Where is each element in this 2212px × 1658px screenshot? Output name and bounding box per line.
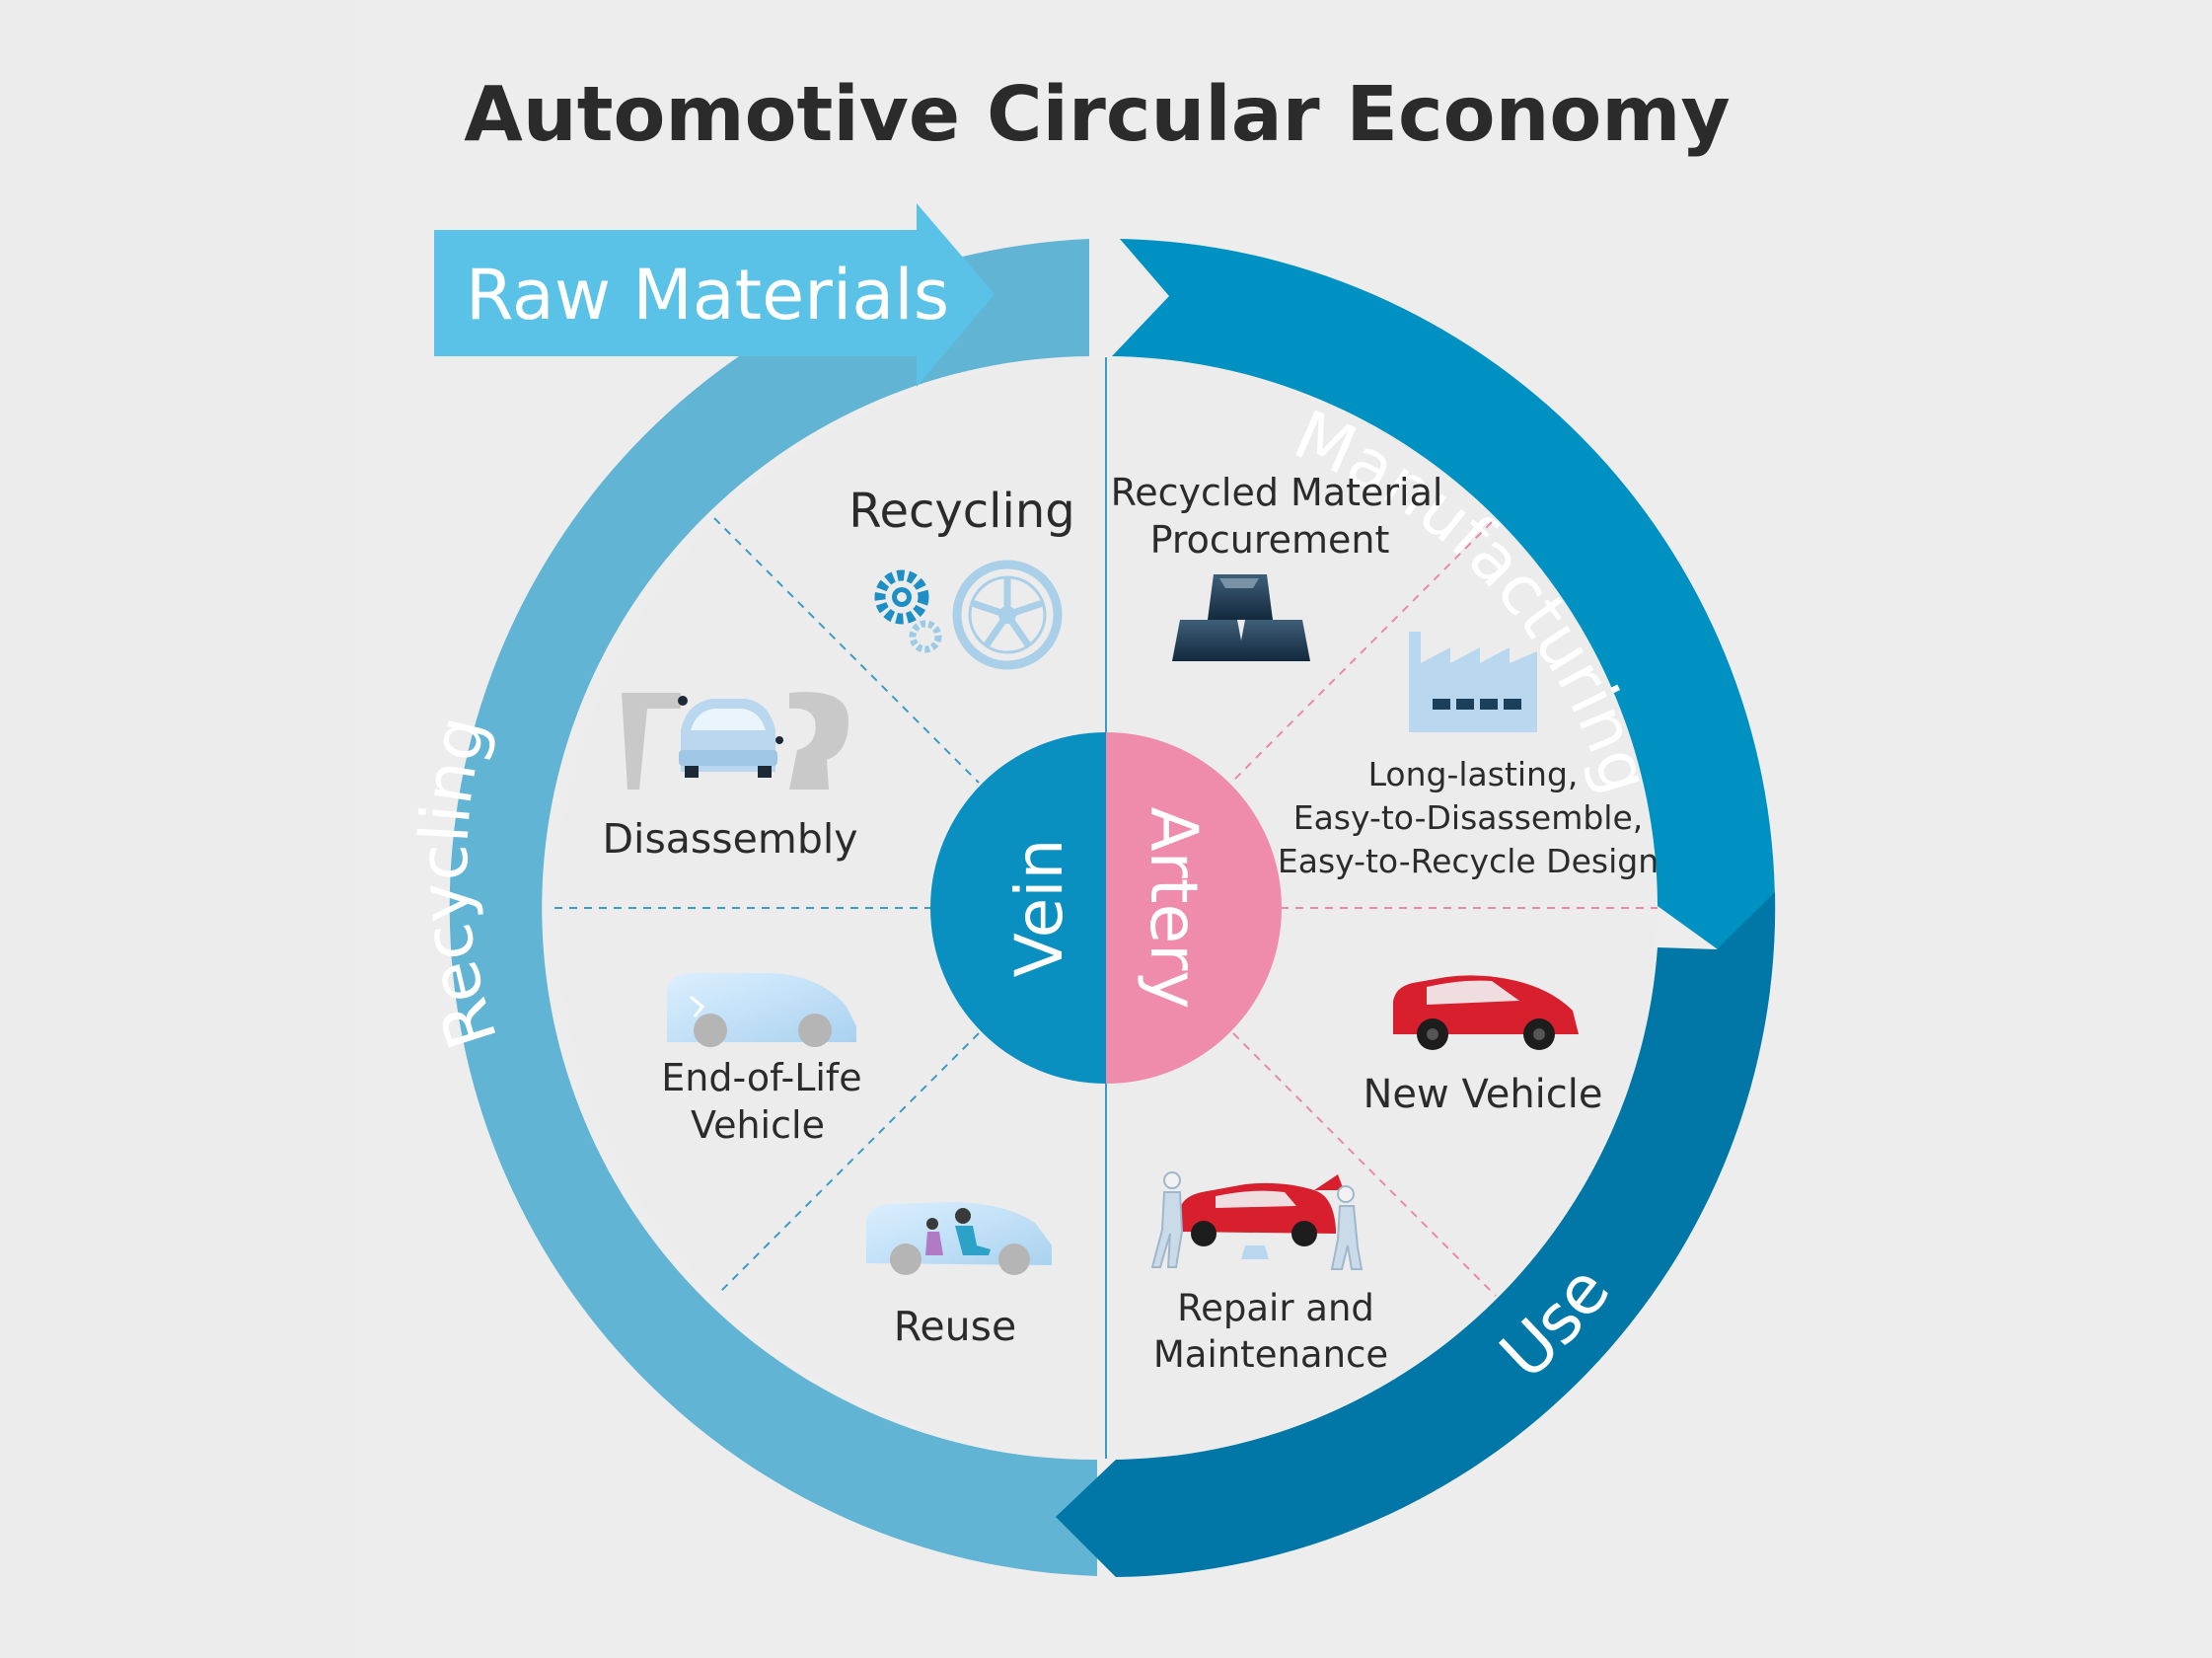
- use-ring: [1056, 892, 1776, 1577]
- divider-upper-left: [713, 517, 980, 784]
- stage-new-vehicle-label: New Vehicle: [1363, 1072, 1602, 1117]
- factory-icon: [1409, 632, 1537, 732]
- stage-procurement-line2: Procurement: [1150, 518, 1390, 562]
- right-dividers: [1232, 521, 1658, 1297]
- damaged-car-icon: [667, 973, 856, 1047]
- stage-design-line3: Easy-to-Recycle Design: [1278, 842, 1659, 880]
- divider-lower-left: [719, 1032, 980, 1293]
- left-dividers: [554, 517, 980, 1293]
- divider-upper-right: [1232, 521, 1493, 782]
- artery-label: Artery: [1136, 807, 1212, 1010]
- stage-recycling-label: Recycling: [848, 484, 1074, 539]
- stage-eol-line1: End-of-Life: [661, 1056, 861, 1099]
- red-car-icon: [1393, 975, 1579, 1050]
- raw-materials-arrow: [434, 203, 995, 387]
- metal-ingots-icon: [1172, 574, 1310, 661]
- stage-disassembly-label: Disassembly: [602, 815, 857, 863]
- left-band: [0, 0, 355, 1658]
- vein-label: Vein: [1001, 839, 1077, 978]
- recycling-ring: [449, 239, 1097, 1576]
- stage-repair-line1: Repair and: [1177, 1287, 1374, 1329]
- stage-design-line1: Long-lasting,: [1368, 755, 1579, 793]
- car-disassembly-icon: [622, 692, 848, 790]
- car-repair-icon: [1150, 1171, 1364, 1270]
- manufacturing-ring: [1112, 239, 1775, 949]
- page-title: Automotive Circular Economy: [464, 71, 1730, 159]
- stage-design-line2: Easy-to-Disassemble,: [1293, 798, 1644, 837]
- stage-reuse-label: Reuse: [894, 1303, 1016, 1350]
- vein-half: [930, 732, 1106, 1084]
- stage-eol-line2: Vehicle: [691, 1103, 825, 1147]
- reused-car-icon: [866, 1202, 1052, 1275]
- stage-procurement-line1: Recycled Material: [1111, 471, 1443, 514]
- raw-materials-label: Raw Materials: [466, 255, 949, 336]
- artery-half: [1106, 732, 1282, 1084]
- stage-repair-line2: Maintenance: [1153, 1333, 1388, 1376]
- divider-lower-right: [1232, 1032, 1497, 1297]
- gears-and-wheel-icon: [874, 560, 1063, 670]
